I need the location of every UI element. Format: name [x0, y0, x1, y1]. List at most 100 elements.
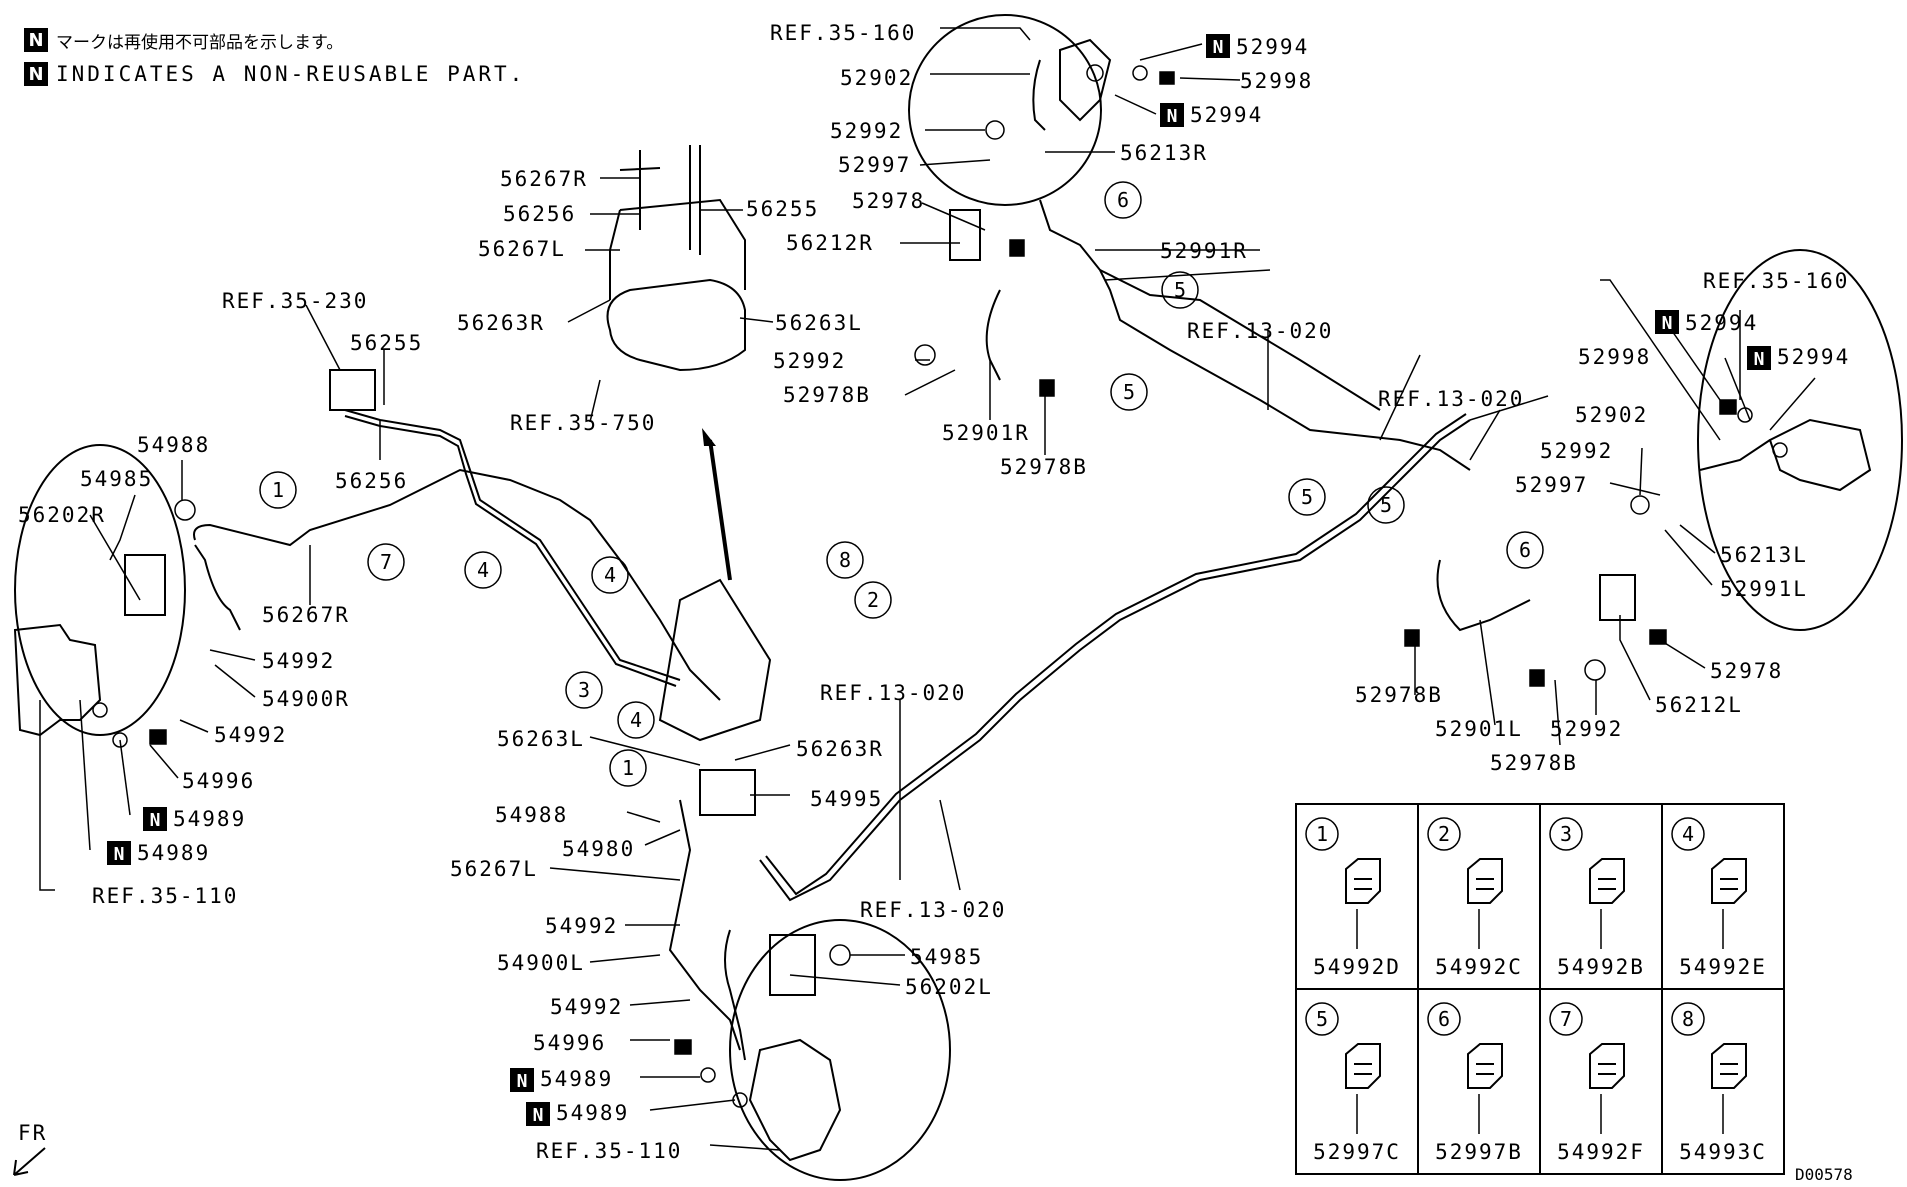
label-52901L: 52901L	[1435, 717, 1523, 741]
label-52992-r2: 52992	[1550, 717, 1623, 741]
rear-right-drum	[908, 14, 1102, 206]
legend-number: 5	[1316, 1007, 1328, 1031]
rear-right-bracket	[949, 209, 981, 261]
legend-cell-3: 3 54992B	[1549, 817, 1645, 979]
label-54980: 54980	[562, 837, 635, 861]
bolt	[674, 1039, 692, 1055]
label-52901R: 52901R	[942, 421, 1030, 445]
ref-13-020-c: REF.13-020	[820, 681, 966, 705]
label-56202R: 56202R	[18, 503, 106, 527]
legend-cell-4: 4 54992E	[1671, 817, 1767, 979]
legend-part-number: 54992D	[1313, 955, 1401, 979]
ref-35-110-bottom: REF.35-110	[536, 1139, 682, 1163]
legend-number: 3	[1560, 822, 1572, 846]
rear-right-caliper	[1059, 38, 1112, 122]
callout-1-a: 1	[272, 478, 284, 502]
part-labels: 52902 52994 52998 52994 52992 52997 5621…	[18, 35, 1850, 1125]
badge-54989-l1	[143, 807, 167, 831]
legend-number-circle	[1671, 1002, 1705, 1036]
label-54985-bot: 54985	[910, 945, 983, 969]
label-54989-b2: 54989	[556, 1101, 629, 1125]
legend-number-circle	[1305, 1002, 1339, 1036]
label-56213R: 56213R	[1120, 141, 1208, 165]
note-japanese: N マークは再使用不可部品を示します。	[24, 26, 343, 54]
label-52978B-t2: 52978B	[1000, 455, 1088, 479]
front-right-caliper	[13, 623, 102, 737]
front-left-bracket	[769, 934, 816, 996]
callout-5-c: 5	[1301, 485, 1313, 509]
abs-units	[124, 198, 1636, 996]
washer	[700, 1067, 716, 1083]
ref-35-750: REF.35-750	[510, 411, 656, 435]
label-56202L: 56202L	[905, 975, 993, 999]
clip-icon	[1589, 1043, 1625, 1089]
legend-number: 2	[1438, 822, 1450, 846]
nut	[985, 120, 1005, 140]
label-52902-top: 52902	[840, 66, 913, 90]
label-56263R-mid: 56263R	[796, 737, 884, 761]
badge-52994-b	[1160, 103, 1184, 127]
label-56212L: 56212L	[1655, 693, 1743, 717]
bolt	[1009, 239, 1025, 257]
badge-52994-r2	[1747, 346, 1771, 370]
badge-54989-l2	[107, 841, 131, 865]
legend-number-circle	[1427, 1002, 1461, 1036]
clip-icon	[1345, 858, 1381, 904]
nut	[914, 344, 936, 366]
badge-54989-b1	[510, 1068, 534, 1092]
callout-4-a: 4	[477, 558, 489, 582]
ref-13-020-a: REF.13-020	[1187, 319, 1333, 343]
clip-callout-numbers: 1 1 2 3 4 4 4 5 5 5 5 6 6 7 8	[272, 188, 1531, 780]
clip-icon	[1467, 1043, 1503, 1089]
bolt	[1404, 629, 1420, 647]
label-56267L-mid: 56267L	[450, 857, 538, 881]
callout-7: 7	[380, 550, 392, 574]
legend-number: 4	[1682, 822, 1694, 846]
abs-unit-main	[658, 578, 772, 742]
legend-number: 6	[1438, 1007, 1450, 1031]
bolt	[1529, 669, 1545, 687]
callout-2: 2	[867, 588, 879, 612]
label-52998-top: 52998	[1240, 69, 1313, 93]
label-52994-r2: 52994	[1777, 345, 1850, 369]
label-52978-right: 52978	[1710, 659, 1783, 683]
rear-left-caliper	[1768, 418, 1872, 492]
label-52994-a: 52994	[1236, 35, 1309, 59]
nut	[174, 499, 196, 521]
badge-52994-a	[1206, 34, 1230, 58]
label-52994-b: 52994	[1190, 103, 1263, 127]
callout-3: 3	[578, 678, 590, 702]
legend-part-number: 54992E	[1679, 955, 1767, 979]
note-english-text: INDICATES A NON-REUSABLE PART.	[56, 62, 526, 86]
legend-number-circle	[1549, 1002, 1583, 1036]
ref-35-230: REF.35-230	[222, 289, 368, 313]
washer	[92, 702, 108, 718]
diagram-code: D00578	[1795, 1165, 1853, 1184]
washer	[1772, 442, 1788, 458]
label-52998-right: 52998	[1578, 345, 1651, 369]
label-56213L: 56213L	[1720, 543, 1808, 567]
label-54989-l1: 54989	[173, 807, 246, 831]
assembly-direction-arrow	[708, 439, 732, 581]
non-reusable-badge: N	[24, 28, 48, 52]
leader-lines	[39, 27, 1816, 1151]
clip-icon	[1711, 858, 1747, 904]
label-56255-left: 56255	[350, 331, 423, 355]
front-direction-label: FR	[18, 1121, 47, 1145]
label-52997-top: 52997	[838, 153, 911, 177]
ref-35-160-right: REF.35-160	[1703, 269, 1849, 293]
washer	[1132, 65, 1148, 81]
legend-part-number: 54992B	[1557, 955, 1645, 979]
front-left-caliper	[748, 1038, 842, 1162]
washer	[112, 732, 128, 748]
bolt	[149, 729, 167, 745]
nut	[1584, 659, 1606, 681]
label-52992-t2: 52992	[773, 349, 846, 373]
ref-35-160-top: REF.35-160	[770, 21, 916, 45]
callout-5-b: 5	[1123, 380, 1135, 404]
abs-unit-top	[606, 278, 746, 372]
front-direction-indicator: FR	[13, 1121, 47, 1176]
label-52991L: 52991L	[1720, 577, 1808, 601]
callout-1-b: 1	[622, 756, 634, 780]
